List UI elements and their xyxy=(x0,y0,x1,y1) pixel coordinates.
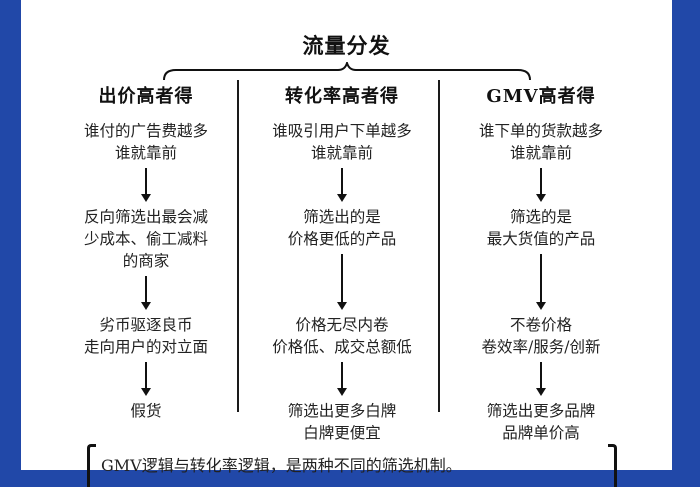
column-divider-2 xyxy=(438,80,440,412)
diagram-panel: 流量分发 出价高者得 谁付的广告费越多 谁就靠前 反向筛选出最会减 少成本、偷工… xyxy=(21,0,672,487)
down-arrow-icon xyxy=(139,362,153,396)
cropped-top-text xyxy=(81,0,361,4)
down-arrow-icon xyxy=(534,168,548,202)
down-arrow-icon xyxy=(335,362,349,396)
flow-step: 劣币驱逐良币 走向用户的对立面 xyxy=(83,316,208,356)
down-arrow-icon xyxy=(335,168,349,202)
right-bracket-icon xyxy=(608,444,617,487)
flow-step: 筛选出的是 价格更低的产品 xyxy=(287,208,397,248)
flow-step: 筛选出更多品牌 品牌单价高 xyxy=(486,402,596,442)
flow-step: 不卷价格 卷效率/服务/创新 xyxy=(481,316,601,356)
flow-step: 谁付的广告费越多 谁就靠前 xyxy=(83,122,208,162)
down-arrow-icon xyxy=(534,254,548,310)
column-bid: 出价高者得 谁付的广告费越多 谁就靠前 反向筛选出最会减 少成本、偷工减料 的商… xyxy=(51,82,241,422)
column-divider-1 xyxy=(237,80,239,412)
diagram-title: 流量分发 xyxy=(302,33,391,58)
column-conversion: 转化率高者得 谁吸引用户下单越多 谁就靠前 筛选出的是 价格更低的产品 价格无尽… xyxy=(247,82,437,444)
down-arrow-icon xyxy=(139,168,153,202)
footer-note: GMV逻辑与转化率逻辑，是两种不同的筛选机制。 xyxy=(87,440,617,487)
flow-step: 谁下单的货款越多 谁就靠前 xyxy=(478,122,603,162)
column-gmv: GMV高者得 谁下单的货款越多 谁就靠前 筛选的是 最大货值的产品 不卷价格 卷… xyxy=(446,82,636,444)
column-heading: 出价高者得 xyxy=(98,86,194,107)
flow-step: 假货 xyxy=(130,402,162,420)
flow-step: 筛选的是 最大货值的产品 xyxy=(486,208,596,248)
flow-step: 反向筛选出最会减 少成本、偷工减料 的商家 xyxy=(83,208,208,270)
flow-step: 谁吸引用户下单越多 谁就靠前 xyxy=(272,122,412,162)
column-heading: GMV高者得 xyxy=(486,86,596,107)
brace-connector xyxy=(163,62,531,81)
footer-text: GMV逻辑与转化率逻辑，是两种不同的筛选机制。 xyxy=(101,456,462,475)
down-arrow-icon xyxy=(335,254,349,310)
left-bracket-icon xyxy=(87,444,96,487)
column-heading: 转化率高者得 xyxy=(285,86,399,107)
down-arrow-icon xyxy=(139,276,153,310)
flow-step: 筛选出更多白牌 白牌更便宜 xyxy=(287,402,397,442)
down-arrow-icon xyxy=(534,362,548,396)
flow-step: 价格无尽内卷 价格低、成交总额低 xyxy=(272,316,412,356)
